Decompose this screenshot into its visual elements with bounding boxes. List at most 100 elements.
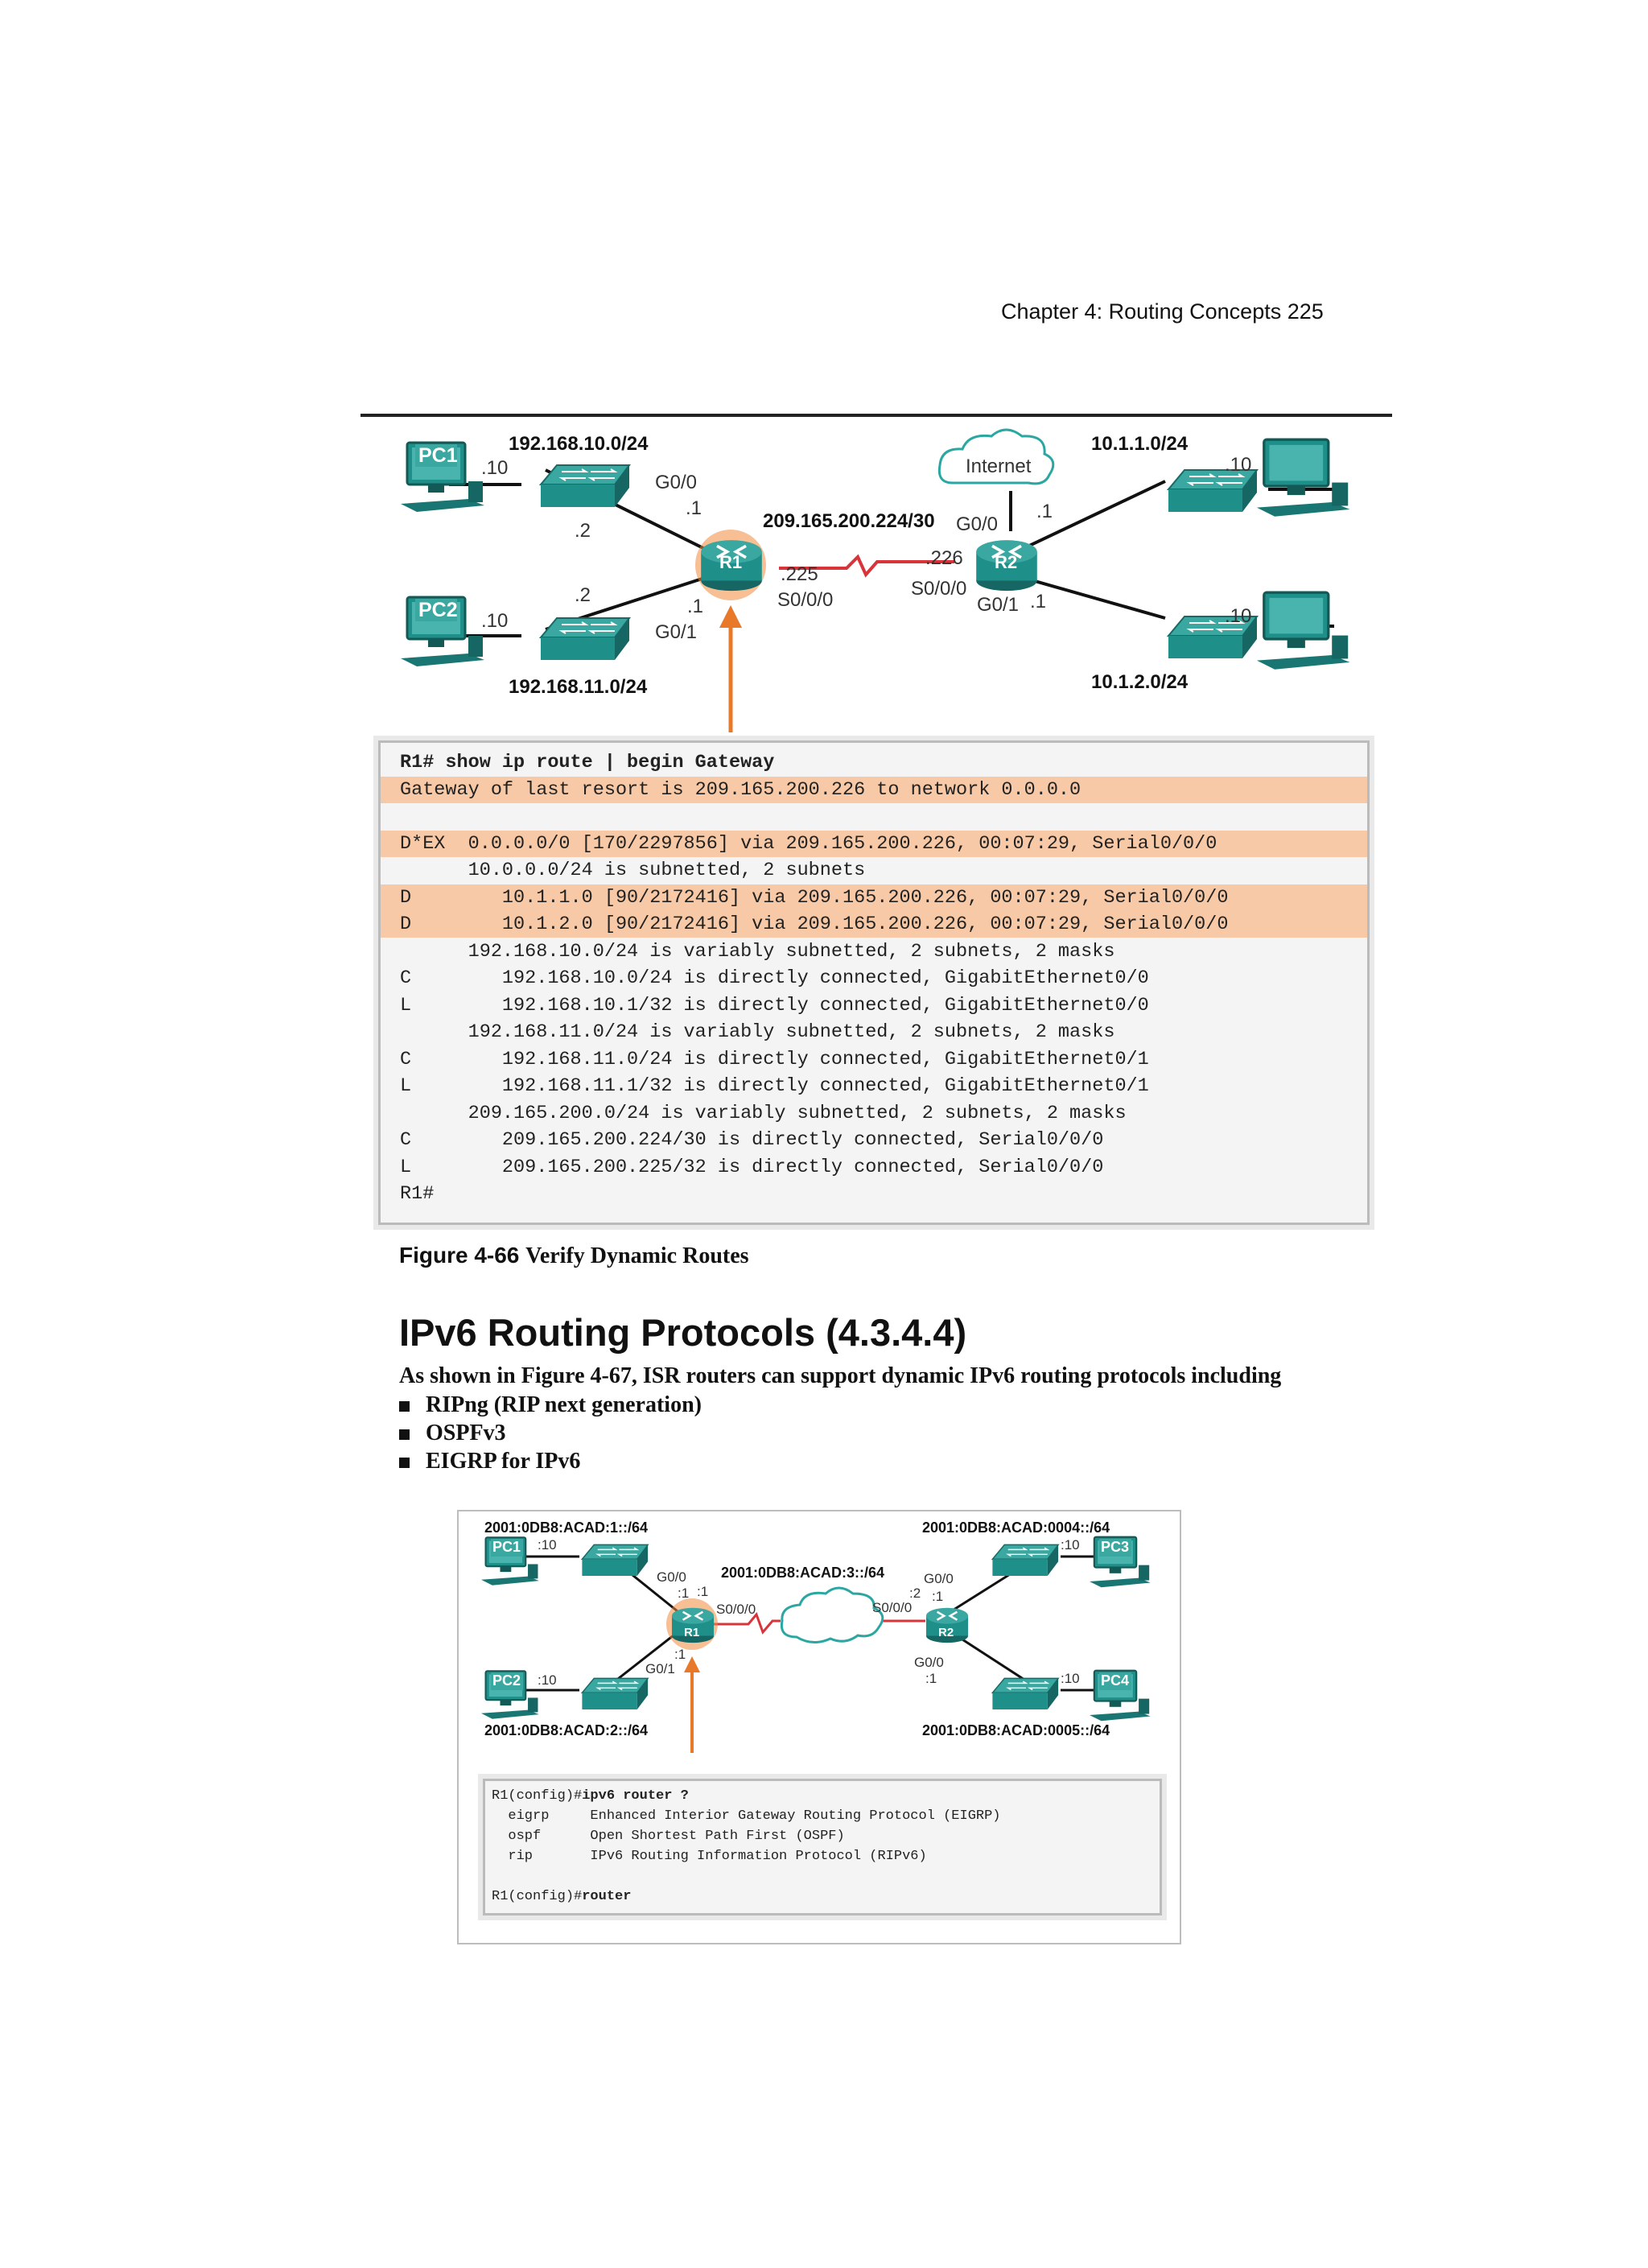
terminal-line: ospf Open Shortest Path First (OSPF)	[485, 1826, 1160, 1847]
terminal-line: D 10.1.1.0 [90/2172416] via 209.165.200.…	[381, 884, 1367, 911]
section-heading: IPv6 Routing Protocols (4.3.4.4)	[399, 1311, 967, 1354]
pc1-label-bg	[415, 444, 457, 467]
terminal-line: Gateway of last resort is 209.165.200.22…	[381, 776, 1367, 803]
terminal-line: rip IPv6 Routing Information Protocol (R…	[485, 1846, 1160, 1867]
network-label: 10.1.2.0/24	[1091, 671, 1189, 693]
topology-diagram	[401, 428, 1352, 732]
switch-icon	[991, 1677, 1059, 1710]
network-label: 209.165.200.224/30	[763, 510, 935, 532]
terminal-line: 192.168.11.0/24 is variably subnetted, 2…	[400, 1021, 1115, 1043]
ip-label: :1	[932, 1589, 944, 1604]
ip-label: .2	[575, 584, 591, 606]
host-label: :10	[538, 1537, 557, 1553]
switch-icon	[540, 617, 630, 661]
terminal-line: 10.0.0.0/24 is subnetted, 2 subnets	[400, 860, 866, 881]
switch-icon	[991, 1544, 1059, 1577]
pc3-label: PC3	[1101, 1539, 1130, 1555]
bullet-item: OSPFv3	[399, 1421, 506, 1446]
cloud-icon	[937, 428, 1055, 485]
terminal-line: eigrp Enhanced Interior Gateway Routing …	[485, 1806, 1160, 1827]
r2-label: R2	[995, 552, 1018, 572]
interface-label: G0/0	[956, 513, 999, 535]
ip-label: :1	[674, 1647, 686, 1662]
ip-label: :2	[909, 1586, 921, 1601]
switch-icon	[581, 1677, 649, 1710]
caption-number: Figure 4-66	[399, 1243, 520, 1268]
terminal-line	[381, 803, 1367, 830]
network-label: 2001:0DB8:ACAD:2::/64	[484, 1722, 649, 1738]
ip-label: .226	[925, 547, 963, 569]
pc1-label: PC1	[492, 1539, 521, 1555]
interface-label: G0/0	[655, 472, 698, 493]
figure-4-66: 192.168.10.0/24 192.168.11.0/24 209.165.…	[360, 414, 1392, 1244]
interface-label: S0/0/0	[777, 589, 834, 611]
ip-label: :1	[697, 1584, 709, 1599]
network-label: 2001:0DB8:ACAD:0005::/64	[922, 1722, 1110, 1738]
interface-label: G0/0	[657, 1569, 686, 1585]
network-label: 10.1.1.0/24	[1091, 433, 1189, 455]
bullet-text: EIGRP for IPv6	[426, 1449, 581, 1474]
host-label: .10	[481, 610, 509, 632]
terminal-line: D 10.1.2.0 [90/2172416] via 209.165.200.…	[381, 911, 1367, 938]
internet-label: Internet	[966, 456, 1032, 477]
host-label: .10	[1225, 605, 1252, 627]
terminal-line: L 192.168.11.1/32 is directly connected,…	[400, 1075, 1149, 1097]
terminal-command: ipv6 router ?	[582, 1788, 689, 1804]
bullet-item: RIPng (RIP next generation)	[399, 1392, 702, 1418]
r2-label: R2	[938, 1626, 954, 1639]
terminal-prompt: R1(config)#	[492, 1889, 583, 1904]
terminal-line: L 209.165.200.225/32 is directly connect…	[400, 1156, 1104, 1178]
serial-link-icon	[708, 1612, 781, 1635]
interface-label: G0/1	[645, 1661, 675, 1676]
interface-label: G0/0	[924, 1571, 954, 1586]
ip-label: .225	[781, 563, 818, 585]
terminal-line: 209.165.200.0/24 is variably subnetted, …	[400, 1102, 1127, 1124]
figure-4-67: 2001:0DB8:ACAD:1::/64 2001:0DB8:ACAD:2::…	[457, 1510, 1181, 1944]
ip-label: .1	[1036, 501, 1053, 522]
switch-icon	[540, 464, 630, 508]
terminal-line: C 192.168.11.0/24 is directly connected,…	[400, 1048, 1149, 1070]
router-config-terminal: R1(config)#ipv6 router ? eigrp Enhanced …	[483, 1779, 1162, 1915]
switch-icon	[581, 1544, 649, 1577]
bullet-text: RIPng (RIP next generation)	[426, 1392, 702, 1417]
r1-label: R1	[719, 552, 743, 572]
ip-label: :1	[925, 1671, 937, 1686]
network-label: 192.168.11.0/24	[509, 676, 648, 698]
terminal-command: ospf Open Shortest Path First (OSPF)	[492, 1829, 845, 1844]
network-label: 2001:0DB8:ACAD:3::/64	[721, 1565, 885, 1581]
terminal-line: R1#	[400, 1183, 435, 1205]
bullet-item: EIGRP for IPv6	[399, 1449, 580, 1474]
interface-label: G0/0	[914, 1655, 944, 1670]
pc-icon	[1255, 591, 1352, 671]
terminal-line: R1(config)#ipv6 router ?	[485, 1786, 1160, 1807]
interface-label: S0/0/0	[716, 1602, 756, 1617]
ip-label: .1	[686, 497, 702, 519]
terminal-line: D*EX 0.0.0.0/0 [170/2297856] via 209.165…	[381, 830, 1367, 857]
ip-label: :1	[678, 1586, 690, 1601]
pc4-label: PC4	[1101, 1672, 1130, 1689]
interface-label: S0/0/0	[911, 578, 967, 600]
interface-label: G0/1	[977, 594, 1020, 616]
terminal-line: R1(config)#router	[485, 1887, 1160, 1907]
terminal-line: L 192.168.10.1/32 is directly connected,…	[400, 994, 1149, 1016]
pc2-label: PC2	[418, 599, 458, 621]
terminal-line: C 192.168.10.0/24 is directly connected,…	[400, 967, 1149, 989]
pc2-label: PC2	[492, 1672, 521, 1689]
host-label: .10	[481, 457, 509, 479]
cloud-icon	[780, 1586, 884, 1643]
network-label: 2001:0DB8:ACAD:1::/64	[484, 1520, 649, 1536]
r1-label: R1	[684, 1626, 700, 1639]
terminal-command: eigrp Enhanced Interior Gateway Routing …	[492, 1808, 1001, 1824]
caption-title: Verify Dynamic Routes	[525, 1243, 749, 1268]
pc1-label: PC1	[418, 444, 458, 467]
host-label: .10	[1225, 454, 1252, 476]
pc2-label-bg	[415, 599, 457, 621]
terminal-line: 192.168.10.0/24 is variably subnetted, 2…	[400, 940, 1115, 963]
ip-label: .1	[1030, 591, 1047, 612]
terminal-line: C 209.165.200.224/30 is directly connect…	[400, 1129, 1104, 1151]
figure-caption: Figure 4-66 Verify Dynamic Routes	[399, 1243, 749, 1269]
terminal-command: rip IPv6 Routing Information Protocol (R…	[492, 1849, 927, 1864]
ip-label: .1	[687, 596, 704, 617]
section-intro: As shown in Figure 4-67, ISR routers can…	[399, 1363, 1282, 1388]
